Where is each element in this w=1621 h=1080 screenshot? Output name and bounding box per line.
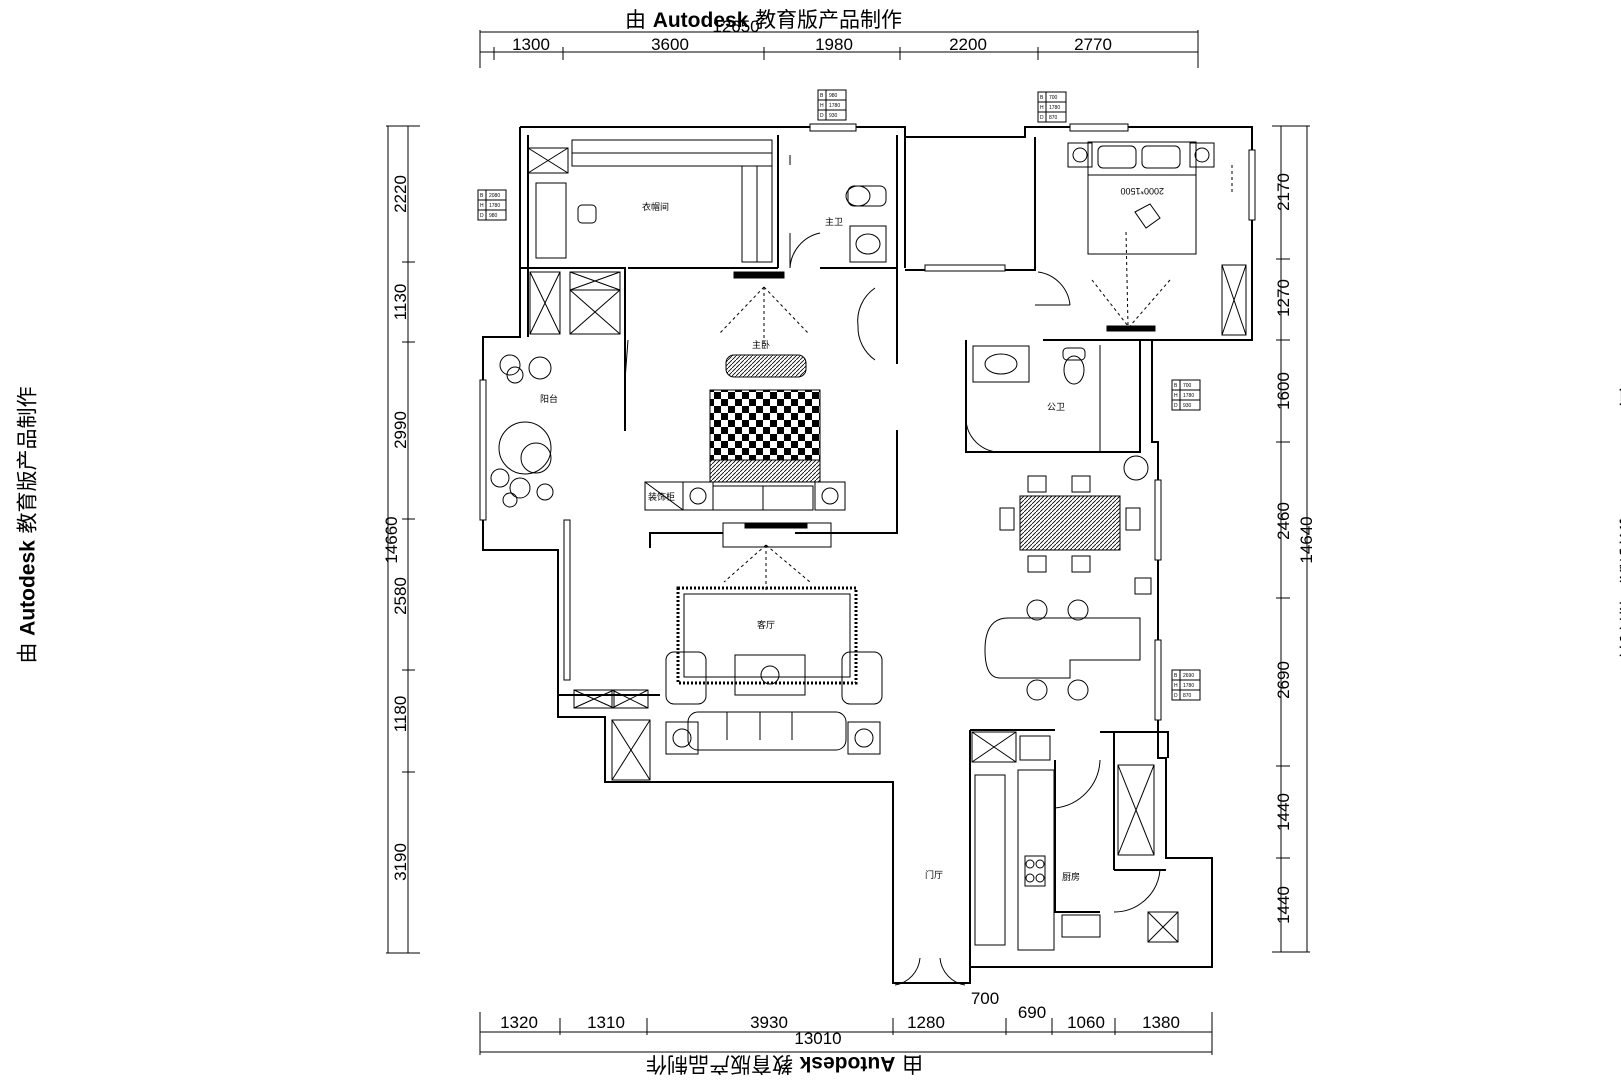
room-label-master-bath: 主卫 (825, 216, 843, 227)
dim-top-3: 1980 (815, 35, 853, 54)
dimension-bottom (479, 1012, 1213, 1055)
window-tag-4: B H D 700 1780 930 (1171, 379, 1201, 411)
dim-bottom-extra: 700 (971, 989, 999, 1008)
dim-right-4: 2460 (1274, 502, 1293, 540)
dim-right-7: 1440 (1274, 886, 1293, 924)
dim-right-2: 1270 (1274, 279, 1293, 317)
master-bedroom-furniture (1067, 141, 1247, 336)
room-label-public-bath: 公卫 (1047, 402, 1065, 412)
tag-letter-h: H (1174, 393, 1178, 399)
tag-letter-h: H (820, 103, 824, 109)
dim-right-6: 1440 (1274, 793, 1293, 831)
tag-value-b: 2080 (489, 193, 500, 199)
tag-letter-h: H (480, 203, 484, 209)
dim-right-3: 1600 (1274, 372, 1293, 410)
tag-letter-h: H (1040, 105, 1044, 111)
tag-value-h: 1780 (1049, 105, 1060, 111)
dim-bottom-3: 3930 (750, 1013, 788, 1032)
bed-size-label: 2000*1500 (1120, 186, 1164, 196)
tag-letter-b: B (820, 93, 824, 99)
window-tag-2: B H D 700 1780 870 (1037, 91, 1067, 123)
dim-left-total: 14660 (382, 516, 401, 563)
dim-top-total: 12650 (712, 17, 759, 36)
dim-bottom-6: 1060 (1067, 1013, 1105, 1032)
master-bath-fixtures (789, 155, 887, 263)
window-tag-5: B H D 2690 1780 870 (1171, 669, 1201, 701)
dim-bottom-5: 690 (1018, 1003, 1046, 1022)
room-label-master-bedroom: 主卧 (752, 339, 770, 350)
dim-top-5: 2770 (1074, 35, 1112, 54)
tag-letter-d: D (1174, 403, 1178, 409)
doors (557, 232, 1161, 986)
windows (479, 123, 1256, 721)
tag-letter-d: D (480, 213, 484, 219)
tag-letter-b: B (1174, 383, 1178, 389)
watermark-top: 由 Autodesk 教育版产品制作 (625, 8, 903, 32)
tag-letter-d: D (1040, 115, 1044, 121)
tag-value-h: 1780 (489, 203, 500, 209)
tag-value-h: 1780 (1183, 683, 1194, 689)
room-label-balcony: 阳台 (540, 393, 558, 404)
tag-value-d: 870 (1183, 693, 1192, 699)
dim-bottom-total: 13010 (794, 1029, 841, 1048)
dim-bottom-1: 1320 (500, 1013, 538, 1032)
tag-value-h: 1780 (1183, 393, 1194, 399)
dim-bottom-2: 1310 (587, 1013, 625, 1032)
tag-letter-b: B (1174, 673, 1178, 679)
tag-letter-b: B (1040, 95, 1044, 101)
second-bedroom-furniture (644, 286, 846, 548)
tag-value-b: 980 (829, 93, 838, 99)
tag-letter-h: H (1174, 683, 1178, 689)
dining-furniture (984, 455, 1152, 701)
dim-top-1: 1300 (512, 35, 550, 54)
cloakroom-wardrobes (527, 139, 785, 335)
dim-top-4: 2200 (949, 35, 987, 54)
tag-value-d: 930 (1183, 403, 1192, 409)
tag-value-d: 980 (489, 213, 498, 219)
tag-letter-d: D (1174, 693, 1178, 699)
dimension-left (386, 125, 420, 954)
tag-value-b: 700 (1049, 95, 1058, 101)
window-tag-1: B H D 980 1780 930 (817, 89, 847, 121)
dimension-top (479, 30, 1199, 68)
dim-left-4: 2580 (391, 577, 410, 615)
dim-right-total: 14640 (1297, 516, 1316, 563)
dim-left-5: 1180 (391, 696, 410, 733)
dim-bottom-4: 1280 (907, 1013, 945, 1032)
dim-bottom-7: 1380 (1142, 1013, 1180, 1032)
room-label-cloakroom: 衣帽间 (642, 201, 669, 212)
tag-value-d: 930 (829, 113, 838, 119)
cabinet-label: 装饰柜 (648, 491, 675, 502)
balcony-furniture (490, 354, 554, 508)
tag-value-d: 870 (1049, 115, 1058, 121)
public-bath-fixtures (972, 345, 1101, 452)
dim-left-2: 1130 (391, 284, 410, 321)
dimension-right (1272, 125, 1310, 953)
room-label-foyer: 门厅 (925, 869, 943, 880)
tag-letter-d: D (820, 113, 824, 119)
dim-right-5: 2690 (1274, 661, 1293, 699)
dim-left-3: 2990 (391, 411, 410, 449)
dim-right-1: 2170 (1274, 173, 1293, 211)
dim-top-2: 3600 (651, 35, 689, 54)
kitchen-fixtures (971, 731, 1179, 951)
window-tag-3: B H D 2080 1780 980 (477, 189, 507, 221)
dim-left-6: 3190 (391, 843, 410, 881)
dim-left-1: 2220 (391, 175, 410, 213)
tag-value-b: 2690 (1183, 673, 1194, 679)
living-room-furniture (573, 544, 883, 781)
tag-value-b: 700 (1183, 383, 1192, 389)
tag-value-h: 1780 (829, 103, 840, 109)
room-label-living-room: 客厅 (757, 619, 775, 630)
room-label-kitchen: 厨房 (1062, 871, 1080, 882)
tag-letter-b: B (480, 193, 484, 199)
